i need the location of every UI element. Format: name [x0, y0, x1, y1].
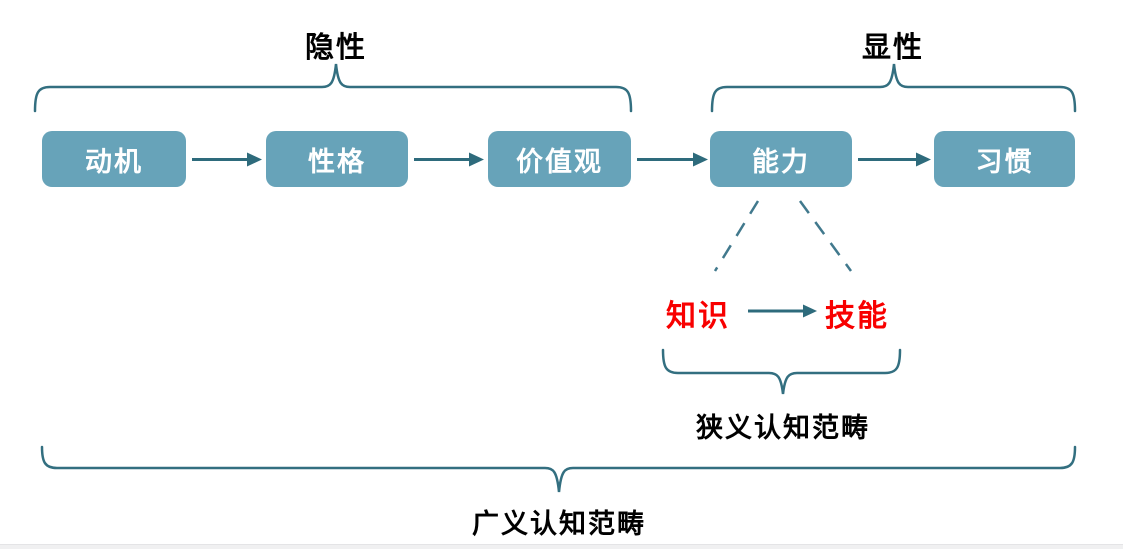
implicit-group-brace [33, 63, 633, 113]
box-ability: 能力 [710, 131, 852, 187]
arrow-knowledge-skill [748, 304, 817, 318]
dashed-connector-ability-knowledge [713, 200, 760, 272]
bottom-edge-strip [0, 544, 1123, 549]
box-values: 价值观 [488, 131, 631, 187]
label-skill: 技能 [825, 300, 889, 333]
arrow-motivation-personality [192, 152, 262, 167]
box-personality: 性格 [266, 131, 408, 187]
narrow-cognition-caption: 狭义认知范畴 [696, 413, 870, 443]
broad-cognition-brace [40, 445, 1077, 493]
box-habit: 习惯 [934, 131, 1075, 187]
broad-cognition-caption: 广义认知范畴 [472, 509, 646, 539]
box-motivation: 动机 [42, 131, 186, 187]
label-knowledge: 知识 [666, 300, 730, 333]
narrow-cognition-brace [661, 348, 902, 395]
explicit-group-title: 显性 [861, 32, 925, 64]
explicit-group-brace [710, 63, 1077, 113]
arrow-personality-values [414, 152, 484, 167]
implicit-group-title: 隐性 [304, 32, 368, 64]
dashed-connector-ability-skill [798, 200, 853, 272]
arrow-ability-habit [858, 152, 931, 167]
arrow-values-ability [637, 152, 708, 167]
